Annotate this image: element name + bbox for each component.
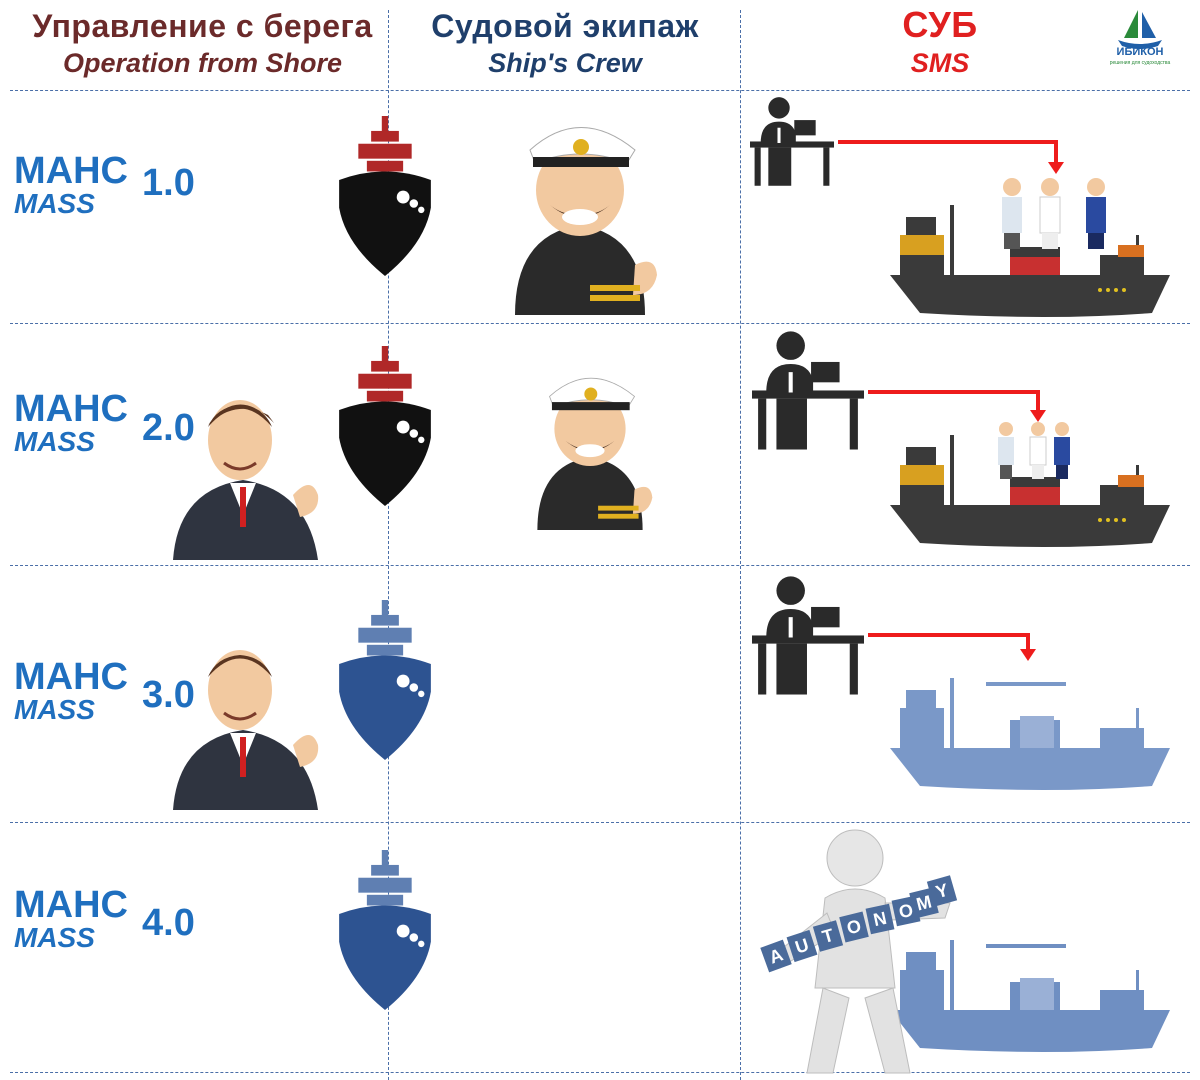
- desk-operator-icon: [752, 576, 864, 695]
- logo-name: ИБИКОН: [1116, 46, 1164, 58]
- red-arrow: [868, 390, 1046, 422]
- level-1-label: МАНС MASS: [14, 152, 128, 218]
- column-divider: [740, 10, 741, 1080]
- red-arrow: [868, 633, 1036, 661]
- header-crew-en: Ship's Crew: [488, 48, 642, 78]
- level-en: MASS: [14, 922, 95, 953]
- row-divider: [10, 1072, 1190, 1073]
- level-3-version: 3.0: [142, 674, 195, 716]
- desk-operator-icon: [752, 331, 864, 450]
- header-shore-ru: Управление с берега: [32, 8, 373, 44]
- row-divider: [10, 565, 1190, 566]
- ibikon-logo: ИБИКОН решения для судоходства: [1100, 6, 1180, 72]
- cargo-ship-crewed: [890, 422, 1170, 547]
- level-ru: МАНС: [14, 884, 128, 926]
- row-divider: [10, 90, 1190, 91]
- level-2-version: 2.0: [142, 407, 195, 449]
- level-1-version: 1.0: [142, 162, 195, 204]
- header-crew-ru: Судовой экипаж: [431, 8, 699, 44]
- ibikon-logo-icon: [1118, 10, 1162, 49]
- row-divider: [10, 822, 1190, 823]
- level-ru: МАНС: [14, 388, 128, 430]
- level-en: MASS: [14, 188, 95, 219]
- crew-figures-icon: [1002, 178, 1106, 249]
- cargo-ship-crewed: [890, 178, 1170, 317]
- header-sms-en: SMS: [910, 48, 970, 78]
- ship-bow-icon: [339, 600, 431, 760]
- level-en: MASS: [14, 694, 95, 725]
- column-divider: [388, 10, 389, 1080]
- level-en: MASS: [14, 426, 95, 457]
- ship-captain-illustration: [515, 127, 657, 315]
- row-divider: [10, 323, 1190, 324]
- cargo-ship-autonomous: [890, 678, 1170, 790]
- level-4-version: 4.0: [142, 902, 195, 944]
- level-ru: МАНС: [14, 656, 128, 698]
- autonomy-block: N: [865, 903, 895, 935]
- crew-figures-icon: [998, 422, 1070, 479]
- level-2-label: МАНС MASS: [14, 390, 128, 456]
- header-sms-ru: СУБ: [902, 4, 978, 45]
- desk-operator-icon: [750, 97, 834, 186]
- ship-captain-illustration: [537, 377, 653, 530]
- shore-operator-illustration: [173, 400, 319, 560]
- ship-bow-icon: [339, 850, 431, 1010]
- logo-tagline: решения для судоходства: [1109, 60, 1171, 66]
- level-ru: МАНС: [14, 150, 128, 192]
- level-3-label: МАНС MASS: [14, 658, 128, 724]
- cargo-ship-autonomous: [890, 940, 1170, 1052]
- level-4-label: МАНС MASS: [14, 886, 128, 952]
- red-arrow: [838, 140, 1064, 174]
- shore-operator-illustration: [173, 650, 319, 810]
- ship-bow-icon: [339, 346, 431, 506]
- ship-bow-icon: [339, 116, 431, 276]
- header-shore-en: Operation from Shore: [62, 48, 343, 78]
